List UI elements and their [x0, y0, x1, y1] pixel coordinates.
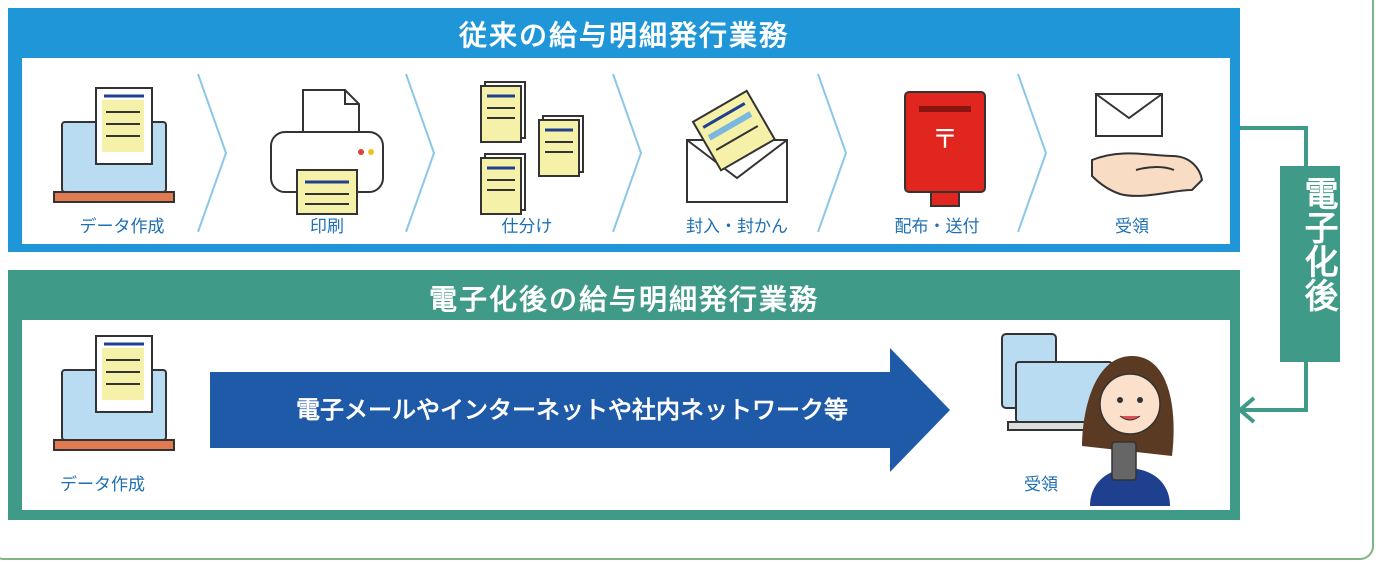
post-box-icon: 〒: [904, 91, 986, 207]
chevron-right-icon: [817, 73, 848, 233]
step-label: データ作成: [79, 217, 165, 237]
side-label-box: 電子化後: [1280, 166, 1340, 362]
step-enclosing: 封入・封かん: [637, 58, 837, 244]
step-receipt: 受領: [1032, 58, 1232, 244]
traditional-steps: データ作成 印刷: [22, 58, 1230, 244]
chevron-right-icon: [1017, 73, 1048, 233]
digital-flow: データ作成 電子メールやインターネットや社内ネットワーク等 受領: [22, 320, 1230, 510]
transmission-text: 電子メールやインターネットや社内ネットワーク等: [296, 396, 848, 424]
step-data-creation: データ作成: [22, 58, 222, 244]
chevron-right-icon: [612, 73, 643, 233]
step-label: 印刷: [310, 217, 344, 237]
step-printing: 印刷: [227, 58, 427, 244]
step-label: 配布・送付: [894, 217, 980, 237]
chevron-right-icon: [197, 73, 228, 233]
start-label: データ作成: [60, 475, 145, 495]
computer-document-icon: [53, 87, 175, 203]
digital-panel: 電子化後の給与明細発行業務 データ作成 電子メールやインターネットや社内ネットワ…: [8, 270, 1240, 520]
end-label: 受領: [1024, 475, 1058, 495]
step-label: 封入・封かん: [686, 217, 788, 237]
step-sorting: 仕分け: [427, 58, 627, 244]
traditional-title: 従来の給与明細発行業務: [458, 19, 789, 52]
digital-title: 電子化後の給与明細発行業務: [428, 283, 819, 316]
step-delivery: 〒 配布・送付: [837, 58, 1037, 244]
hand-receiving-mail-icon: [1091, 93, 1204, 197]
chevron-right-icon: [405, 73, 436, 233]
step-label: 仕分け: [501, 217, 553, 237]
sorted-documents-icon: [480, 81, 584, 215]
traditional-panel: 従来の給与明細発行業務 データ作成: [8, 8, 1240, 252]
employee-with-devices-icon: [1001, 333, 1174, 506]
printer-icon: [270, 89, 384, 215]
envelope-insert-icon: [686, 89, 788, 203]
svg-text:〒: 〒: [932, 125, 958, 155]
transmission-arrow: [210, 348, 950, 472]
step-label: 受領: [1115, 217, 1149, 237]
side-label: 電子化後: [1298, 176, 1338, 312]
computer-document-icon: [53, 335, 175, 451]
